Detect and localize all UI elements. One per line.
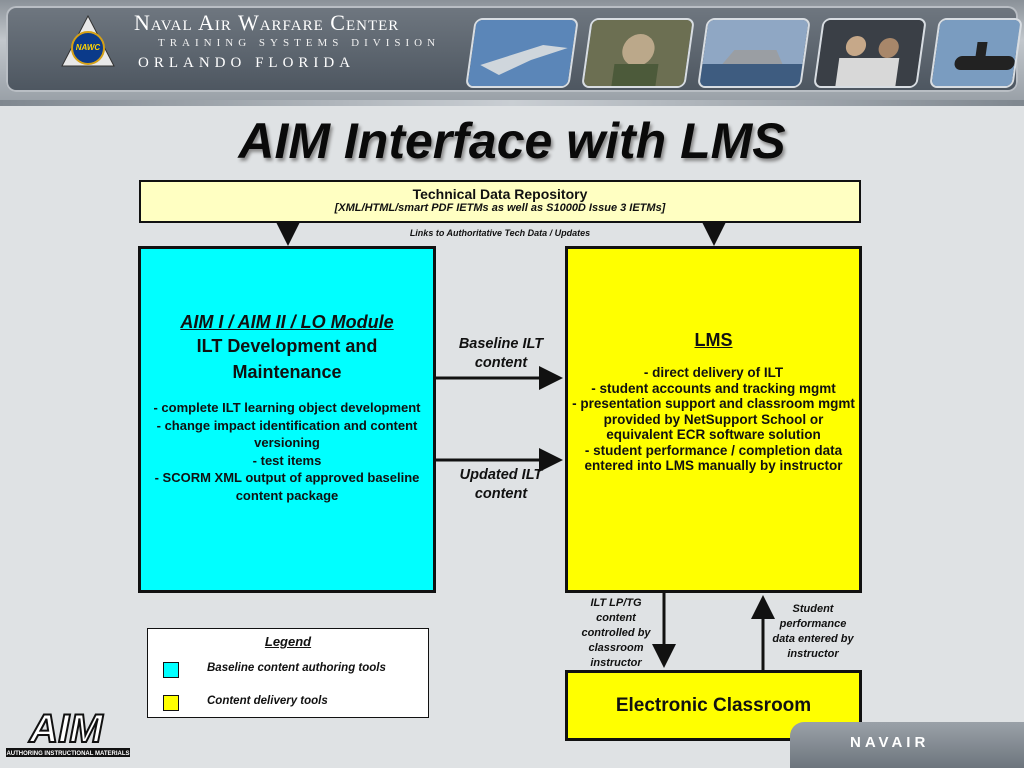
logo-text: NAWC	[76, 43, 101, 52]
photo-jet	[465, 18, 579, 88]
footer-bar	[790, 722, 1024, 768]
photo-sailors	[813, 18, 927, 88]
legend-title: Legend	[264, 634, 312, 649]
lms-item: - presentation support and classroom mgm…	[572, 396, 855, 442]
aim-item: - SCORM XML output of approved baseline …	[154, 470, 420, 503]
updated-flow-label: Updated ILT content	[459, 467, 543, 502]
nawc-logo: NAWC	[61, 14, 115, 67]
aim-logo-subtext: AUTHORING INSTRUCTIONAL MATERIALS	[6, 751, 129, 757]
lms-item: - direct delivery of ILT	[643, 365, 784, 380]
links-note: Links to Authoritative Tech Data / Updat…	[409, 228, 591, 238]
header-banner: NAWC Naval Air Warfare Center TRAINING S…	[0, 0, 1024, 100]
ilt-lp-flow-label: ILT LP/TG content controlled by classroo…	[581, 597, 651, 669]
repository-subtitle: [XML/HTML/smart PDF IETMs as well as S10…	[334, 202, 666, 214]
legend-swatch-cyan	[163, 662, 179, 678]
lms-heading: LMS	[694, 330, 733, 350]
aim-item-list: - complete ILT learning object developme…	[141, 399, 433, 504]
photo-ship	[697, 18, 811, 88]
navair-logo: NAVAIR	[850, 734, 930, 751]
lms-item-list: - direct delivery of ILT - student accou…	[568, 365, 859, 474]
org-name: Naval Air Warfare Center	[134, 10, 400, 35]
legend-label: Content delivery tools	[207, 695, 328, 707]
org-location: ORLANDO FLORIDA	[138, 55, 356, 71]
aim-item: - change impact identification and conte…	[156, 417, 418, 451]
repository-title: Technical Data Repository	[412, 186, 588, 202]
baseline-flow-label: Baseline ILT content	[458, 336, 544, 371]
header-stripe	[0, 100, 1024, 106]
page-title: AIM Interface with LMS	[238, 113, 786, 169]
aim-logo-text: AIM	[28, 707, 104, 751]
aim-logo: AIM AUTHORING INSTRUCTIONAL MATERIALS	[4, 702, 132, 760]
lms-box: LMS - direct delivery of ILT - student a…	[565, 246, 862, 593]
aim-heading: AIM I / AIM II / LO Module	[180, 312, 394, 332]
repository-box: Technical Data Repository [XML/HTML/smar…	[139, 180, 861, 223]
legend-label: Baseline content authoring tools	[207, 662, 386, 674]
aim-module-box: AIM I / AIM II / LO Module ILT Developme…	[138, 246, 436, 593]
photo-pilot	[581, 18, 695, 88]
lms-item: - student accounts and tracking mgmt	[591, 380, 836, 396]
photo-submarine	[929, 18, 1023, 88]
aim-subheading: ILT Development and Maintenance	[196, 336, 378, 382]
org-division: TRAINING SYSTEMS DIVISION	[158, 37, 441, 49]
aim-item: - complete ILT learning object developme…	[153, 400, 421, 415]
student-performance-flow-label: Student performance data entered by inst…	[772, 603, 854, 660]
classroom-label: Electronic Classroom	[615, 695, 812, 716]
lms-item: - student performance / completion data …	[584, 442, 843, 474]
legend-swatch-yellow	[163, 695, 179, 711]
aim-item: - test items	[252, 452, 322, 468]
legend: Legend Baseline content authoring tools …	[147, 628, 429, 718]
